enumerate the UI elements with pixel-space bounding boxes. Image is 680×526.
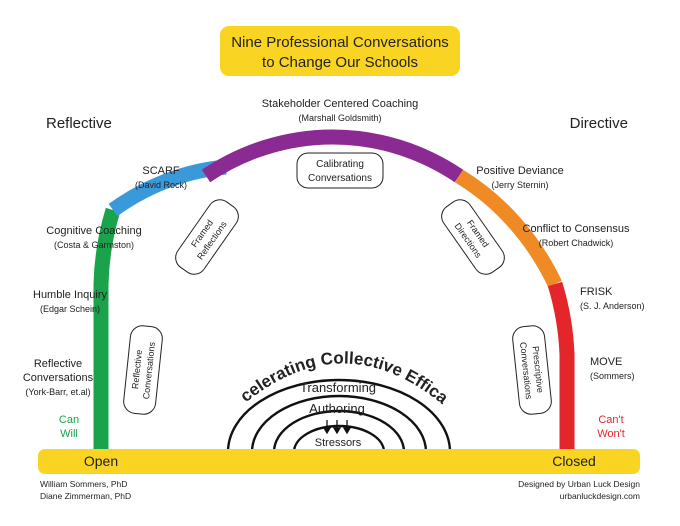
outer-arc bbox=[226, 378, 452, 453]
model-humble-inquiry-author: (Edgar Schein) bbox=[40, 304, 100, 314]
model-cognitive-coaching-name: Cognitive Coaching bbox=[46, 225, 141, 237]
prescriptive-conversations-line-1: Prescriptive bbox=[531, 345, 546, 393]
center-nested-arcs bbox=[226, 378, 452, 453]
arch-green-segment bbox=[93, 207, 121, 452]
model-scarf-name: SCARF bbox=[142, 165, 180, 177]
reflective-conversations-pill: Reflective Conversations bbox=[123, 325, 163, 415]
directive-heading: Directive bbox=[570, 115, 628, 132]
model-positive-deviance-name: Positive Deviance bbox=[476, 165, 563, 177]
credit-left-1: William Sommers, PhD bbox=[40, 479, 127, 489]
model-positive-deviance-author: (Jerry Sternin) bbox=[491, 180, 548, 190]
authoring-arc bbox=[272, 409, 406, 453]
model-conflict-consensus-author: (Robert Chadwick) bbox=[539, 238, 614, 248]
reflective-conversations-line-1: Reflective bbox=[130, 349, 144, 389]
stressors-arrows bbox=[322, 420, 352, 435]
model-stakeholder-author: (Marshall Goldsmith) bbox=[298, 113, 381, 123]
credit-left-2: Diane Zimmerman, PhD bbox=[40, 491, 131, 501]
model-reflective-conversations-name-1: Reflective bbox=[34, 358, 82, 370]
model-move-name: MOVE bbox=[590, 356, 622, 368]
stressors-arc bbox=[292, 424, 386, 453]
base-bar bbox=[38, 449, 640, 474]
wont-label: Won't bbox=[597, 428, 625, 440]
model-reflective-conversations-name-2: Conversations bbox=[23, 372, 94, 384]
will-label: Will bbox=[60, 428, 78, 440]
calibrating-line-2: Conversations bbox=[308, 173, 372, 184]
model-conflict-consensus-name: Conflict to Consensus bbox=[523, 223, 630, 235]
reflective-heading: Reflective bbox=[46, 115, 112, 132]
prescriptive-conversations-pill: Prescriptive Conversations bbox=[512, 325, 552, 415]
calibrating-line-1: Calibrating bbox=[316, 159, 364, 170]
arch-purple-segment bbox=[201, 129, 464, 183]
cant-label: Can't bbox=[598, 414, 623, 426]
transforming-arc bbox=[250, 394, 428, 453]
closed-label: Closed bbox=[552, 453, 596, 469]
credit-right-1: Designed by Urban Luck Design bbox=[518, 479, 640, 489]
model-scarf-author: (David Rock) bbox=[135, 180, 187, 190]
credit-right-2: urbanluckdesign.com bbox=[560, 491, 640, 501]
model-frisk-name: FRISK bbox=[580, 286, 613, 298]
title-line-1: Nine Professional Conversations bbox=[231, 34, 449, 51]
model-move-author: (Sommers) bbox=[590, 371, 635, 381]
spectrum-arch bbox=[93, 129, 575, 452]
model-frisk-author: (S. J. Anderson) bbox=[580, 301, 645, 311]
model-stakeholder-name: Stakeholder Centered Coaching bbox=[262, 98, 419, 110]
arch-orange-segment bbox=[455, 169, 562, 288]
calibrating-conversations-pill bbox=[296, 152, 384, 189]
title-box bbox=[220, 26, 460, 76]
title-line-2: to Change Our Schools bbox=[262, 54, 418, 71]
model-cognitive-coaching-author: (Costa & Garmston) bbox=[54, 240, 134, 250]
model-humble-inquiry-name: Humble Inquiry bbox=[33, 289, 107, 301]
authoring-label: Authoring bbox=[309, 401, 365, 416]
framed-reflections-pill: Framed Reflections bbox=[175, 199, 239, 275]
can-label: Can bbox=[59, 414, 79, 426]
arch-red-segment bbox=[547, 281, 575, 452]
transforming-label: Transforming bbox=[300, 380, 376, 395]
model-reflective-conversations-author: (York-Barr, et.al) bbox=[25, 387, 90, 397]
stressors-label: Stressors bbox=[315, 437, 362, 449]
open-label: Open bbox=[84, 453, 118, 469]
